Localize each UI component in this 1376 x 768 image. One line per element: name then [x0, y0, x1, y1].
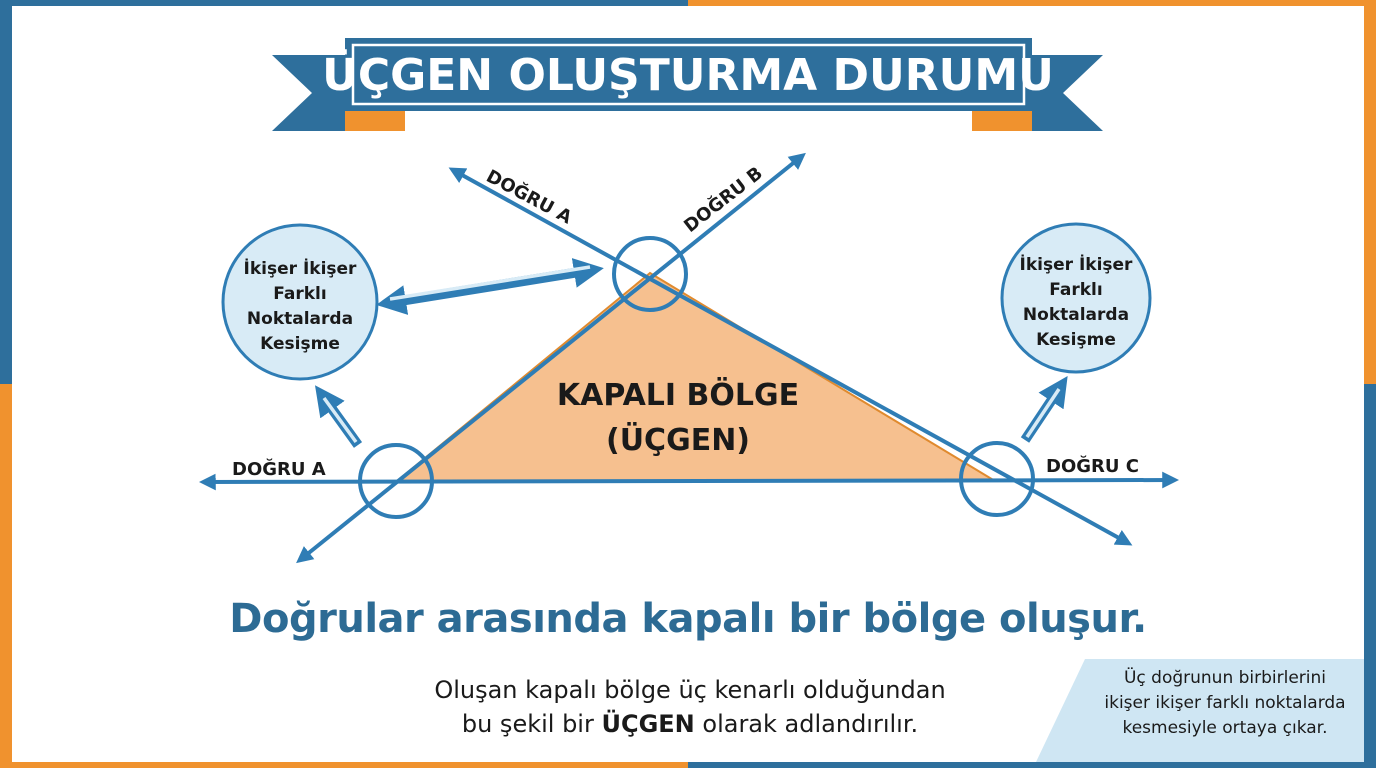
- headline: Doğrular arasında kapalı bir bölge oluşu…: [229, 596, 1147, 642]
- description-line-2: bu şekil bir ÜÇGEN olarak adlandırılır.: [300, 707, 1080, 741]
- note-text: Üç doğrunun birbirlerini ikişer ikişer f…: [1088, 666, 1362, 741]
- region-label-line-2: (ÜÇGEN): [606, 421, 750, 458]
- callout-left-line-1: İkişer İkişer: [244, 257, 358, 279]
- line-a-horizontal: [198, 471, 1180, 491]
- label-line-a-lower: DOĞRU A: [232, 458, 326, 480]
- callout-left-line-2: Farklı: [273, 284, 326, 304]
- callout-right-line-4: Kesişme: [1036, 330, 1116, 350]
- banner-title: ÜÇGEN OLUŞTURMA DURUMU: [322, 48, 1054, 101]
- note-line-2: ikişer ikişer farklı noktalarda: [1104, 693, 1346, 713]
- note-line-1: Üç doğrunun birbirlerini: [1123, 668, 1327, 688]
- label-line-c-lower: DOĞRU C: [1046, 455, 1139, 477]
- description-line-2-end: olarak adlandırılır.: [694, 710, 919, 738]
- callout-right-line-3: Noktalarda: [1023, 305, 1129, 325]
- description: Oluşan kapalı bölge üç kenarlı olduğunda…: [300, 673, 1080, 741]
- description-line-2-start: bu şekil bir: [461, 710, 602, 738]
- description-line-1: Oluşan kapalı bölge üç kenarlı olduğunda…: [434, 676, 946, 704]
- intersection-top: [612, 236, 688, 312]
- double-arrow-connector: [376, 258, 604, 315]
- intersection-right: [959, 441, 1035, 517]
- callout-left-line-3: Noktalarda: [247, 309, 353, 329]
- arrow-to-left-callout-inner: [322, 396, 358, 444]
- callout-left: İkişer İkişer Farklı Noktalarda Kesişme: [221, 223, 379, 381]
- callout-right-line-1: İkişer İkişer: [1020, 253, 1134, 275]
- intersection-left: [358, 443, 434, 519]
- callout-right-line-2: Farklı: [1049, 280, 1102, 300]
- callout-right: İkişer İkişer Farklı Noktalarda Kesişme: [1000, 222, 1152, 374]
- description-keyword: ÜÇGEN: [601, 710, 695, 738]
- lines: [198, 152, 1180, 564]
- double-arrow-connector-inner: [389, 265, 591, 301]
- note-line-3: kesmesiyle ortaya çıkar.: [1122, 718, 1328, 738]
- connector-arrows: [314, 258, 1068, 448]
- region-label-line-1: KAPALI BÖLGE: [557, 376, 799, 413]
- intersection-markers: [358, 236, 1035, 519]
- line-c: [448, 167, 1133, 546]
- arrow-to-right-callout-inner: [1025, 388, 1061, 438]
- note-panel: [1036, 659, 1364, 762]
- callout-left-line-4: Kesişme: [260, 334, 340, 354]
- label-line-b-upper: DOĞRU B: [680, 162, 767, 237]
- label-line-a-upper: DOĞRU A: [483, 165, 576, 228]
- title-banner: ÜÇGEN OLUŞTURMA DURUMU: [272, 38, 1103, 131]
